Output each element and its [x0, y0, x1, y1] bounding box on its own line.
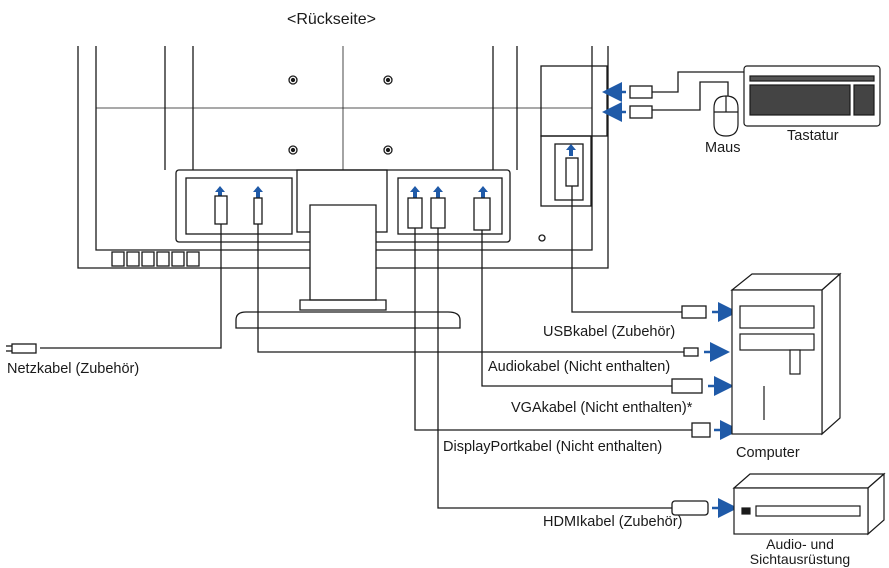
page-title: <Rückseite> [287, 11, 376, 28]
label-av-equipment-line2: Sichtausrüstung [749, 551, 851, 567]
signal-arrows [602, 82, 740, 518]
label-av-equipment: Audio- und Sichtausrüstung [740, 537, 860, 566]
label-hdmi-cable: HDMIkabel (Zubehör) [543, 514, 683, 530]
label-power-cable: Netzkabel (Zubehör) [7, 361, 140, 377]
keyboard-icon [743, 65, 881, 127]
label-av-equipment-line1: Audio- und [766, 536, 834, 552]
label-computer: Computer [736, 445, 800, 461]
label-usb-cable: USBkabel (Zubehör) [543, 324, 676, 340]
label-keyboard: Tastatur [787, 128, 839, 144]
label-displayport-cable: DisplayPortkabel (Nicht enthalten) [443, 439, 663, 455]
port-arrows [215, 144, 576, 198]
computer-icon [730, 272, 842, 436]
monitor-back [77, 46, 609, 329]
label-mouse: Maus [705, 140, 741, 156]
mouse-icon [713, 95, 739, 137]
label-vga-cable: VGAkabel (Nicht enthalten)* [511, 400, 693, 416]
av-equipment-icon [732, 472, 886, 536]
label-audio-cable: Audiokabel (Nicht enthalten) [488, 359, 671, 375]
cables [6, 71, 750, 516]
